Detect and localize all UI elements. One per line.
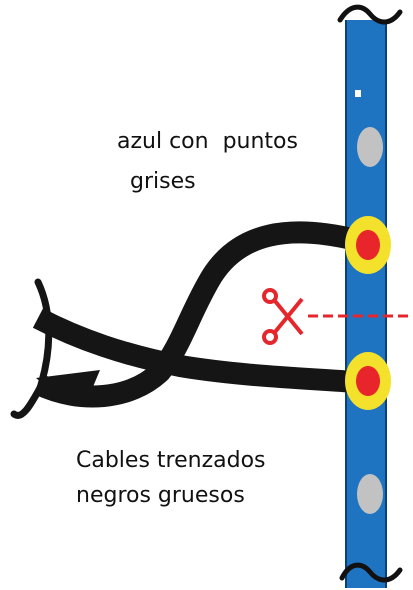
cable-end-cap [36, 370, 100, 398]
cable-description-line-2: negros gruesos [76, 483, 245, 508]
solder-pad-bottom [345, 352, 391, 410]
cable-description-line-1: Cables trenzados [76, 448, 266, 473]
solder-pad-top [345, 216, 391, 274]
strip-description-line-2: grises [123, 169, 196, 194]
solder-pad-bottom-inner [356, 366, 380, 396]
strip-marking [355, 90, 361, 97]
scissors-icon [262, 288, 304, 345]
cable-frayed-end [10, 278, 53, 419]
tilde-break-icon [339, 562, 403, 583]
gray-dot-top [357, 127, 383, 167]
cable-upper [33, 221, 359, 408]
cable-bundle [10, 221, 359, 419]
cable-lower [32, 308, 357, 393]
solder-pad-top-inner [356, 230, 380, 260]
tilde-break-icon [337, 4, 403, 25]
gray-dot-bottom [357, 474, 383, 514]
strip-description-line-1: azul con puntos [117, 129, 298, 154]
